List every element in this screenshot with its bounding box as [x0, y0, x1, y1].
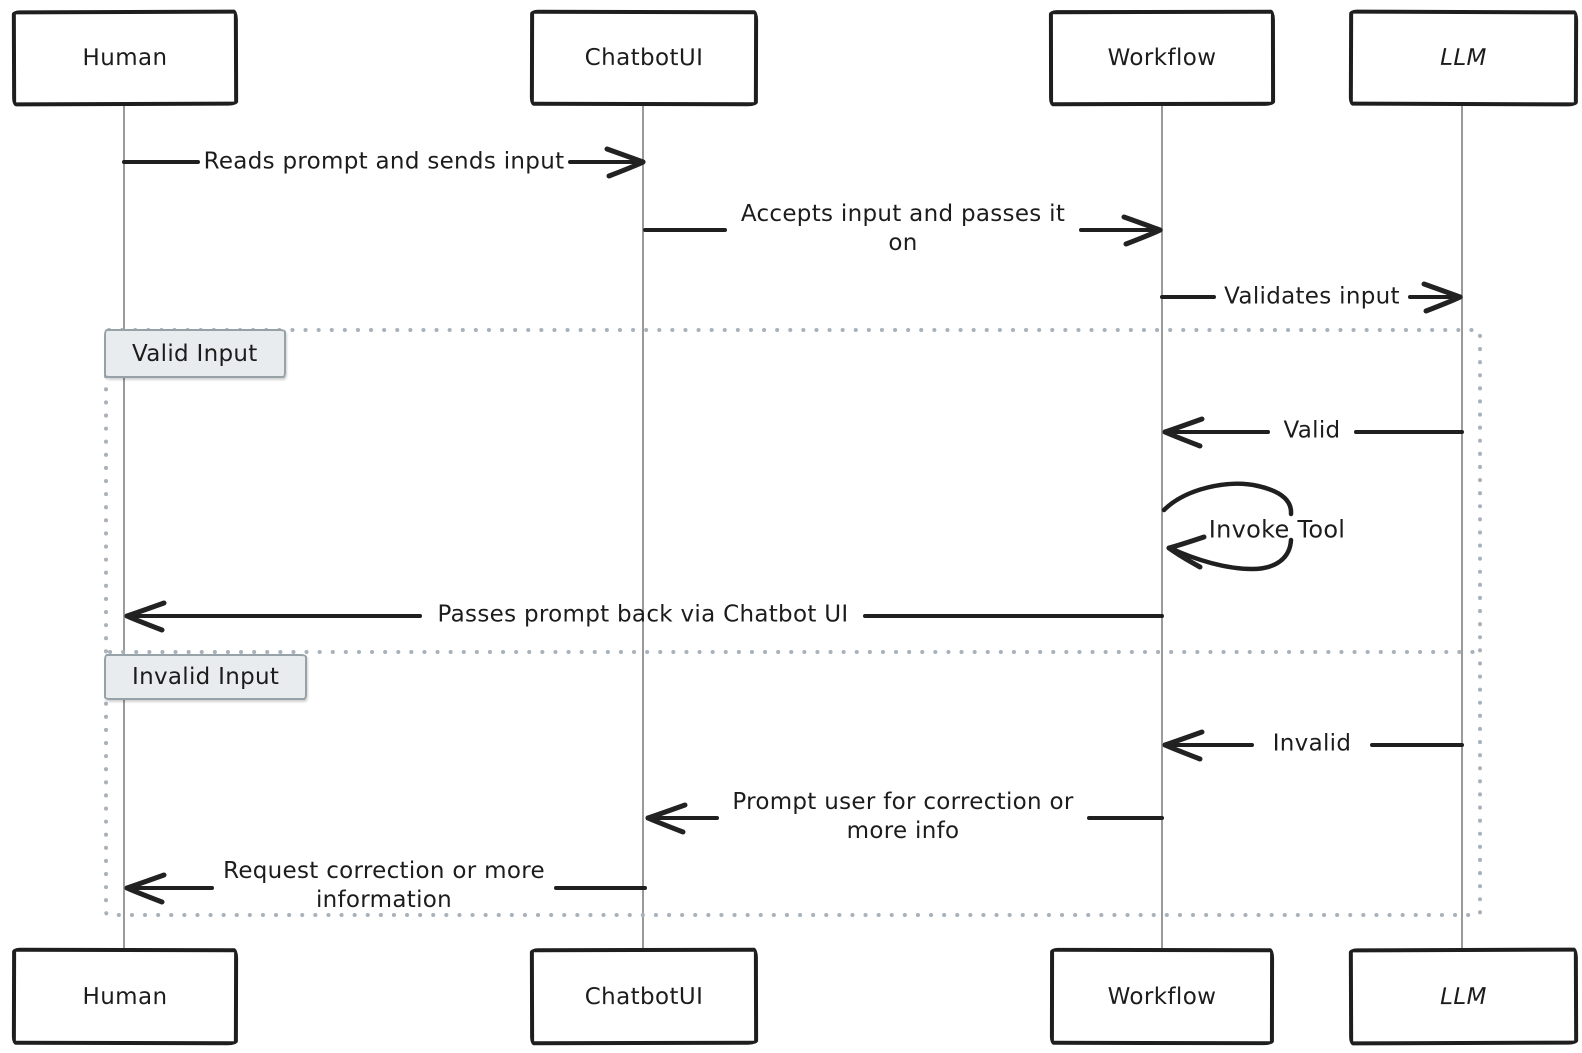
- actor-label: Workflow: [1107, 983, 1217, 1010]
- message-label: Validates input: [1224, 283, 1400, 310]
- actor-box-human-top: Human: [11, 9, 239, 107]
- message-label: Reads prompt and sends input: [203, 148, 565, 175]
- alt-section-label-invalid: Invalid Input: [104, 654, 308, 700]
- message-label: Invalid: [1272, 730, 1352, 757]
- self-loop-arc: [1167, 537, 1294, 572]
- message-label: Invoke Tool: [1208, 515, 1346, 544]
- arrow-left-icon: [1166, 534, 1207, 570]
- arrow-left-icon: [1162, 729, 1205, 762]
- message-label: Prompt user for correction or more info: [732, 789, 1074, 844]
- alt-section-label-valid: Valid Input: [104, 329, 286, 378]
- self-loop-arc: [1161, 481, 1294, 517]
- actor-box-workflow-bottom: Workflow: [1049, 947, 1275, 1046]
- message-label: Accepts input and passes it on: [740, 201, 1066, 256]
- actor-box-llm-top: LLM: [1348, 9, 1579, 107]
- actor-box-human-bottom: Human: [11, 947, 239, 1046]
- arrow-left-icon: [124, 872, 167, 905]
- message-label: Request correction or more information: [223, 858, 545, 913]
- message-label: Passes prompt back via Chatbot UI: [437, 601, 849, 628]
- message-label: Valid: [1283, 417, 1341, 444]
- arrow-right-icon: [1121, 214, 1163, 247]
- arrow-left-icon: [645, 802, 688, 835]
- actor-label: Human: [82, 44, 168, 72]
- actor-box-workflow-top: Workflow: [1048, 9, 1276, 107]
- arrow-left-icon: [1162, 416, 1205, 449]
- section-label-text: Valid Input: [132, 340, 258, 367]
- arrow-right-icon: [1421, 281, 1463, 314]
- actor-label: LLM: [1440, 44, 1487, 72]
- actor-label: ChatbotUI: [584, 44, 704, 72]
- actor-box-llm-bottom: LLM: [1348, 947, 1579, 1046]
- alt-frame-border: [104, 328, 1482, 917]
- actor-box-chatbotui-bottom: ChatbotUI: [529, 947, 759, 1046]
- arrow-left-icon: [124, 600, 167, 633]
- actor-box-chatbotui-top: ChatbotUI: [529, 9, 759, 107]
- arrow-right-icon: [604, 146, 646, 179]
- actor-label: Workflow: [1107, 44, 1217, 72]
- actor-label: ChatbotUI: [584, 983, 704, 1010]
- actor-label: LLM: [1440, 983, 1487, 1010]
- section-label-text: Invalid Input: [132, 664, 280, 690]
- actor-label: Human: [82, 983, 168, 1010]
